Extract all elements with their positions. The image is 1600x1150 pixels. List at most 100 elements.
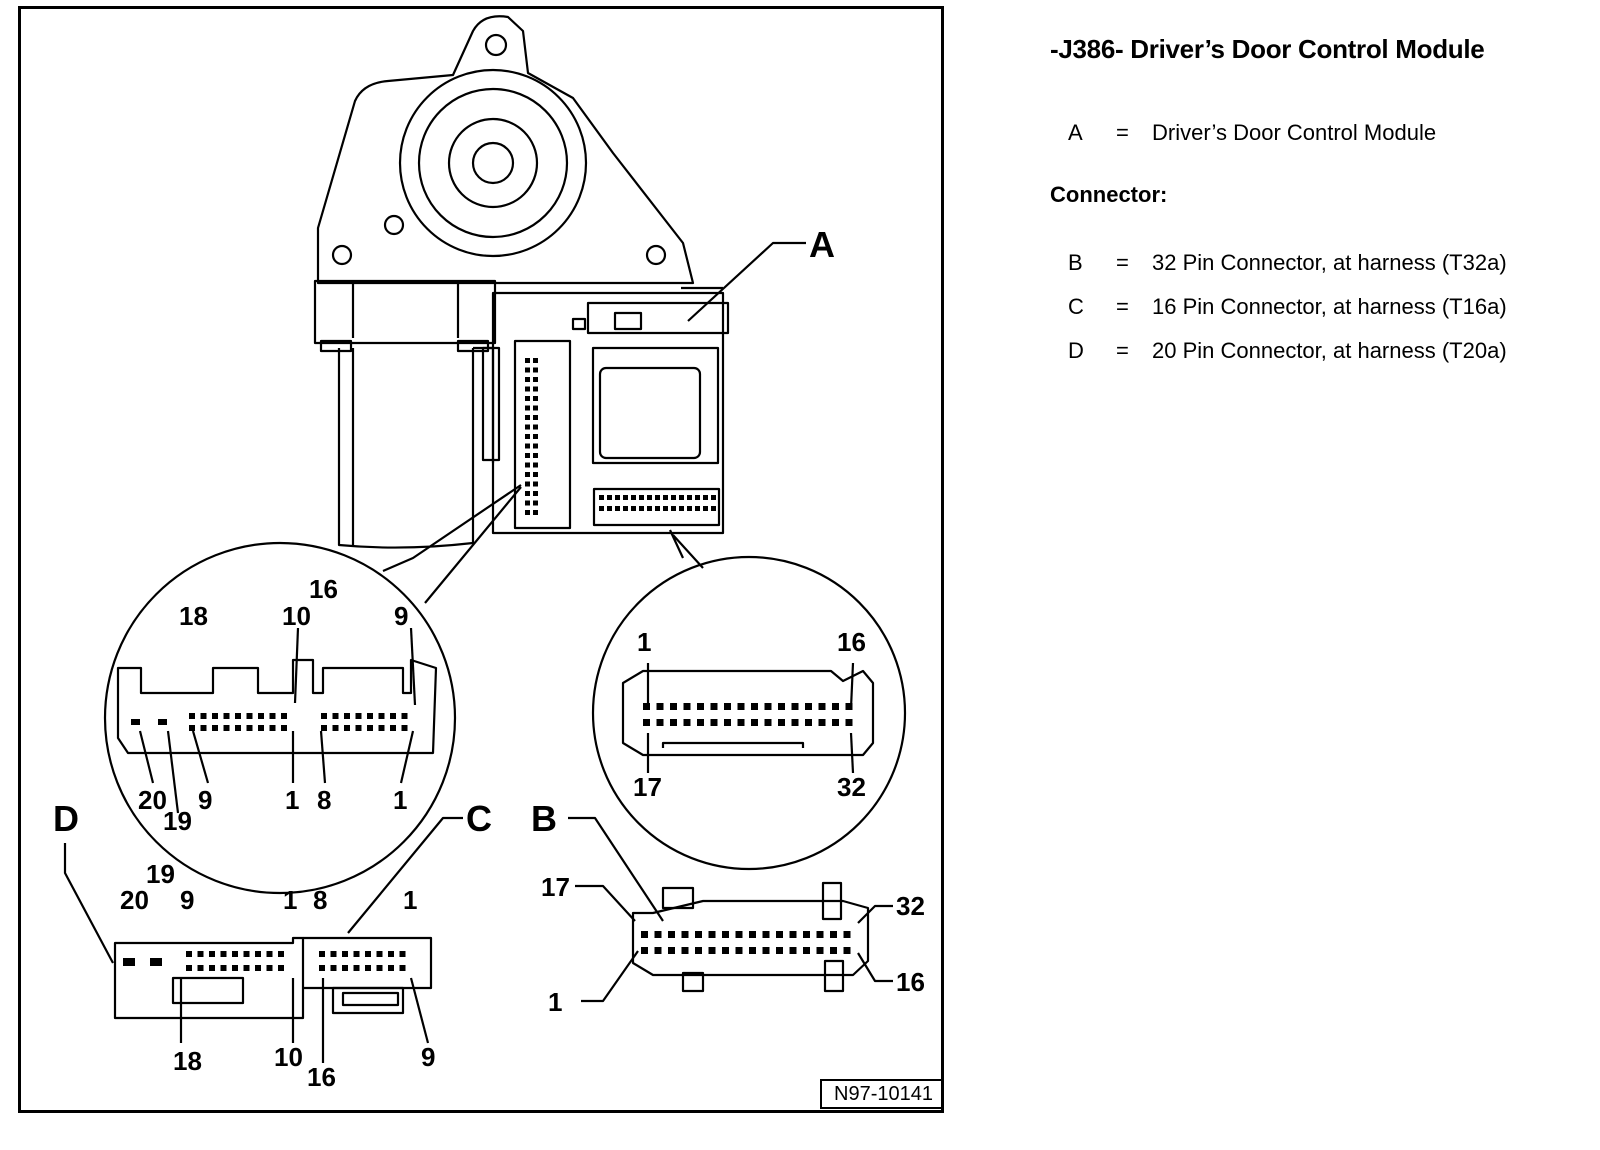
pin-hole bbox=[525, 510, 530, 515]
pin-hole bbox=[805, 703, 812, 710]
pin-hole bbox=[641, 931, 648, 938]
pin-hole bbox=[641, 947, 648, 954]
pin-hole bbox=[735, 947, 743, 954]
pin-hole bbox=[355, 725, 362, 731]
pin-hole bbox=[332, 713, 339, 719]
pin-hole bbox=[656, 719, 664, 726]
pin-label: 16 bbox=[896, 967, 925, 997]
zoom-right bbox=[591, 555, 907, 871]
pin-hole bbox=[671, 495, 676, 500]
pin-hole bbox=[525, 500, 530, 506]
pin-hole bbox=[631, 495, 636, 500]
pin-hole bbox=[212, 713, 218, 719]
pin-hole bbox=[258, 713, 264, 719]
pin-hole bbox=[639, 506, 644, 511]
pin-hole bbox=[243, 965, 250, 971]
pin-hole bbox=[533, 500, 538, 506]
pin-hole bbox=[607, 495, 612, 500]
pin-hole bbox=[816, 931, 824, 938]
pin-hole bbox=[399, 965, 406, 971]
pin-hole bbox=[342, 951, 348, 957]
pin-hole bbox=[533, 481, 538, 487]
pin-hole bbox=[281, 713, 287, 719]
pin-hole bbox=[670, 719, 677, 726]
pin-hole bbox=[533, 405, 538, 411]
pin-hole bbox=[533, 377, 538, 382]
pin-hole bbox=[243, 951, 250, 957]
pin-hole bbox=[390, 713, 396, 719]
pin-hole bbox=[683, 703, 691, 710]
pin-hole bbox=[269, 725, 276, 731]
pin-hole bbox=[762, 931, 770, 938]
pin-label: 1 bbox=[393, 785, 407, 815]
pin-hole bbox=[687, 506, 692, 511]
pin-hole bbox=[367, 713, 373, 719]
pin-hole bbox=[533, 472, 538, 477]
pin-hole bbox=[607, 506, 612, 511]
pin-hole bbox=[599, 506, 604, 511]
pin-label: 18 bbox=[173, 1046, 202, 1076]
pin-hole bbox=[623, 506, 628, 511]
pin-hole bbox=[232, 965, 238, 971]
pin-hole bbox=[525, 396, 530, 401]
pin-hole bbox=[708, 931, 716, 938]
pin-hole bbox=[789, 947, 797, 954]
leader-A bbox=[687, 241, 806, 322]
pin-hole bbox=[722, 931, 729, 938]
pin-hole bbox=[209, 965, 215, 971]
pin-label: 10 bbox=[282, 601, 311, 631]
pin-hole bbox=[533, 462, 538, 468]
pin-hole bbox=[197, 965, 204, 971]
pin-hole bbox=[778, 703, 785, 710]
pin-label: 9 bbox=[198, 785, 212, 815]
pin-hole bbox=[378, 713, 385, 719]
pin-hole bbox=[376, 951, 383, 957]
pin-hole bbox=[525, 424, 530, 430]
pin-label: 8 bbox=[313, 885, 327, 915]
pin-hole bbox=[722, 947, 729, 954]
pin-hole bbox=[278, 965, 284, 971]
legend-key: A bbox=[1068, 120, 1083, 145]
pin-hole bbox=[751, 703, 758, 710]
pin-hole bbox=[158, 719, 167, 725]
legend-description: 20 Pin Connector, at harness (T20a) bbox=[1152, 338, 1507, 363]
pin-hole bbox=[269, 713, 276, 719]
pin-hole bbox=[266, 965, 273, 971]
pin-hole bbox=[388, 965, 394, 971]
pin-hole bbox=[711, 506, 716, 511]
pin-hole bbox=[332, 725, 339, 731]
pin-hole bbox=[525, 443, 530, 449]
pin-label: 19 bbox=[146, 859, 175, 889]
pin-hole bbox=[189, 713, 195, 719]
pin-hole bbox=[533, 367, 538, 373]
pin-hole bbox=[321, 725, 327, 731]
leader-B bbox=[568, 816, 664, 922]
pin-label: 16 bbox=[309, 574, 338, 604]
right-zoom-connector bbox=[621, 669, 875, 757]
pin-hole bbox=[791, 703, 799, 710]
pin-hole bbox=[353, 951, 360, 957]
pin-hole bbox=[710, 703, 718, 710]
pin-hole bbox=[668, 931, 675, 938]
pin-hole bbox=[778, 719, 785, 726]
pin-label: 32 bbox=[837, 772, 866, 802]
pin-hole bbox=[353, 965, 360, 971]
pin-hole bbox=[197, 951, 204, 957]
connector-diagram: A D C B 18 10 16 9 20 19 9 1 8 1 1 16 17… bbox=[53, 15, 925, 1092]
pin-hole bbox=[845, 719, 853, 726]
pin-hole bbox=[189, 725, 195, 731]
pin-hole bbox=[599, 495, 604, 500]
pin-hole bbox=[670, 703, 677, 710]
leader-C bbox=[347, 816, 463, 934]
leader-D bbox=[63, 843, 114, 964]
pin-hole bbox=[525, 386, 530, 392]
pin-hole bbox=[623, 495, 628, 500]
left-zoom-connector bbox=[116, 658, 438, 755]
pin-hole bbox=[737, 703, 745, 710]
pin-hole bbox=[223, 713, 230, 719]
pin-hole bbox=[656, 703, 664, 710]
pin-hole bbox=[533, 396, 538, 401]
pin-hole bbox=[281, 725, 287, 731]
pin-hole bbox=[818, 719, 826, 726]
pin-hole bbox=[533, 358, 538, 363]
